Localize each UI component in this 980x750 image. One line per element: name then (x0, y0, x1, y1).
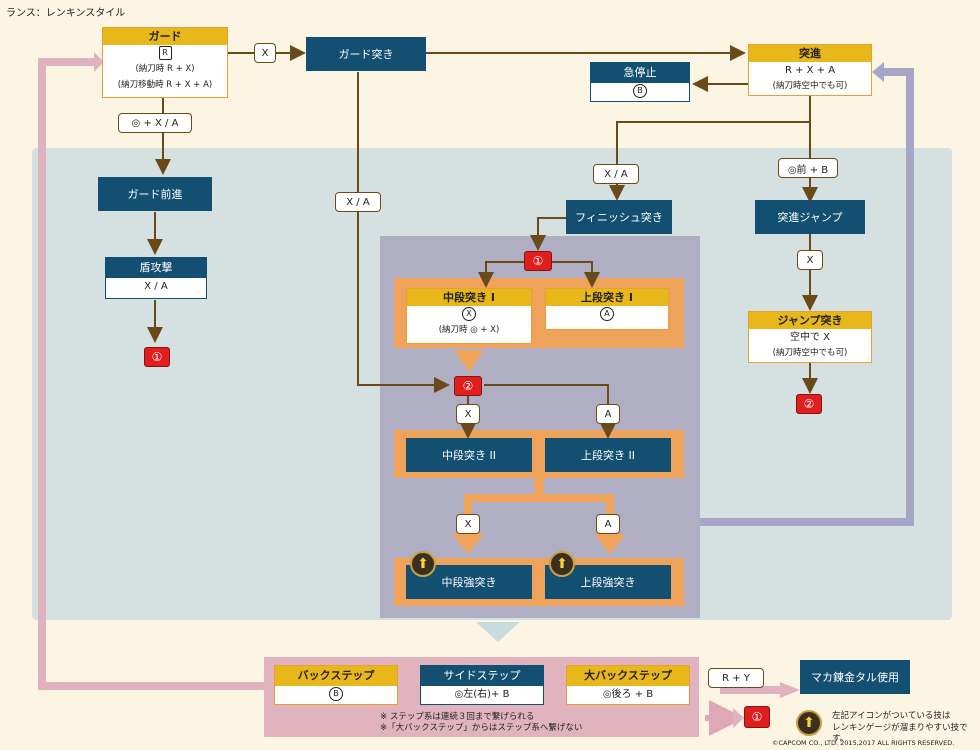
marker-one-left: ① (144, 347, 170, 367)
charge-line2: (納刀時空中でも可) (772, 81, 848, 91)
node-jump-thrust: ジャンプ突き 空中で X (納刀時空中でも可) (748, 311, 872, 363)
legend-text-2: レンキンゲージが溜まりやすい技です。 (832, 723, 968, 744)
side-step-label: サイドステップ (421, 666, 543, 686)
renkin-gauge-icon: ⬆ (796, 710, 822, 736)
jump-thrust-line2: (納刀時空中でも可) (772, 348, 848, 358)
node-high-thrust-1: 上段突き I A (545, 288, 669, 330)
big-back-step-label: 大バックステップ (567, 666, 689, 686)
node-guard: ガード R (納刀時 R + X) (納刀移動時 R + X + A) (102, 27, 228, 98)
edge-to-jump: ◎前 + B (778, 158, 838, 178)
node-finish-thrust: フィニッシュ突き (566, 200, 672, 234)
edge-to-highstrong: A (596, 514, 620, 534)
r-button-icon: R (158, 46, 172, 60)
node-back-step: バックステップ B (274, 665, 398, 705)
edge-guard-thrust: X (254, 43, 276, 63)
b-button-icon: B (329, 687, 343, 701)
node-big-back-step: 大バックステップ ◎後ろ + B (566, 665, 690, 705)
sudden-stop-label: 急停止 (591, 63, 689, 83)
edge-to-mid2: X (456, 404, 480, 424)
x-button-icon: X (462, 307, 476, 321)
renkin-gauge-icon: ⬆ (410, 551, 436, 577)
guard-line3: (納刀移動時 R + X + A) (117, 80, 213, 90)
renkin-gauge-icon: ⬆ (549, 551, 575, 577)
mid-thrust-1-line2: (納刀時 ◎ + X) (438, 325, 500, 335)
note-2: ※「大バックステップ」からはステップ系へ繋げない (380, 723, 583, 733)
shield-attack-label: 盾攻撃 (106, 258, 206, 278)
side-step-keys: ◎左(右)+ B (454, 689, 510, 700)
node-shield-attack: 盾攻撃 X / A (105, 257, 207, 299)
guard-line2: (納刀時 R + X) (135, 64, 195, 74)
big-back-step-keys: ◎後ろ + B (602, 689, 654, 700)
node-guard-advance: ガード前進 (98, 177, 212, 211)
guard-label: ガード (103, 28, 227, 45)
marker-two-right: ② (796, 394, 822, 414)
legend-text-1: 左記アイコンがついている技は (832, 711, 951, 721)
edge-to-finish: X / A (593, 164, 639, 184)
page-title: ランス：レンキンスタイル (6, 8, 126, 19)
note-1: ※ ステップ系は連続３回まで繋げられる (380, 712, 535, 722)
node-guard-thrust: ガード突き (306, 37, 426, 71)
marker-one-bottom: ① (744, 706, 770, 728)
jump-thrust-line1: 空中で X (789, 332, 831, 343)
edge-to-high2: A (596, 404, 620, 424)
node-maka: マカ錬金タル使用 (800, 660, 910, 694)
marker-one-center: ① (524, 251, 552, 271)
edge-thrust-down: X / A (335, 192, 381, 212)
back-step-label: バックステップ (275, 666, 397, 686)
copyright: ©CAPCOM CO., LTD. 2015,2017 ALL RIGHTS R… (772, 739, 955, 747)
high-thrust-1-label: 上段突き I (546, 289, 668, 306)
jump-thrust-label: ジャンプ突き (749, 312, 871, 329)
edge-jump-down: X (797, 250, 823, 270)
edge-maka-key: R + Y (708, 668, 764, 688)
node-sudden-stop: 急停止 B (590, 62, 690, 102)
node-mid-thrust-1: 中段突き I X (納刀時 ◎ + X) (406, 288, 532, 344)
charge-label: 突進 (749, 45, 871, 62)
mid-thrust-1-label: 中段突き I (407, 289, 531, 306)
marker-two-center: ② (454, 376, 482, 396)
node-side-step: サイドステップ ◎左(右)+ B (420, 665, 544, 705)
edge-to-midstrong: X (456, 514, 480, 534)
edge-guard-down: ◎ + X / A (118, 113, 192, 133)
a-button-icon: A (600, 307, 614, 321)
shield-attack-keys: X / A (144, 281, 168, 292)
node-high-thrust-2: 上段突き II (545, 438, 671, 472)
b-button-icon: B (633, 84, 647, 98)
node-charge: 突進 R + X + A (納刀時空中でも可) (748, 44, 872, 96)
node-mid-thrust-2: 中段突き II (406, 438, 532, 472)
node-charge-jump: 突進ジャンプ (755, 200, 865, 234)
charge-line1: R + X + A (784, 65, 836, 76)
